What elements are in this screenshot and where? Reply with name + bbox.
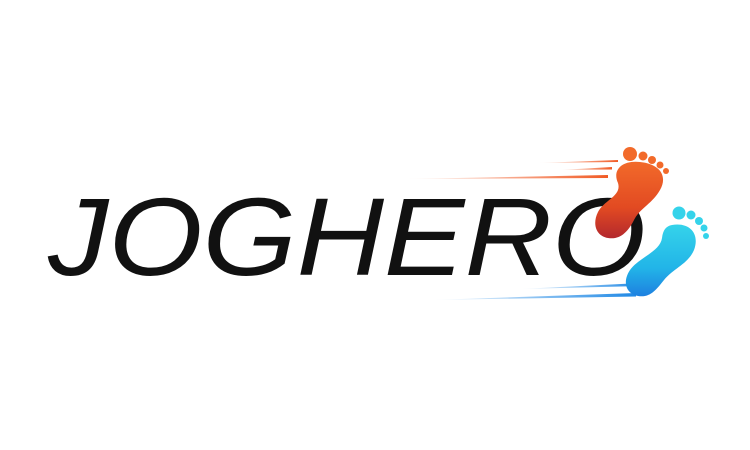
blue-streak-2	[432, 293, 636, 300]
orange-streak-3	[405, 175, 608, 179]
blue-streak-1	[520, 283, 640, 289]
orange-streak-2	[560, 167, 612, 170]
footprint-blue-icon	[625, 206, 709, 297]
logo-wordmark: JOGHERO	[47, 176, 646, 299]
orange-speed-lines	[405, 160, 618, 179]
orange-streak-1	[538, 160, 618, 163]
footprint-orange-icon	[595, 147, 669, 239]
blue-speed-lines	[432, 283, 640, 300]
